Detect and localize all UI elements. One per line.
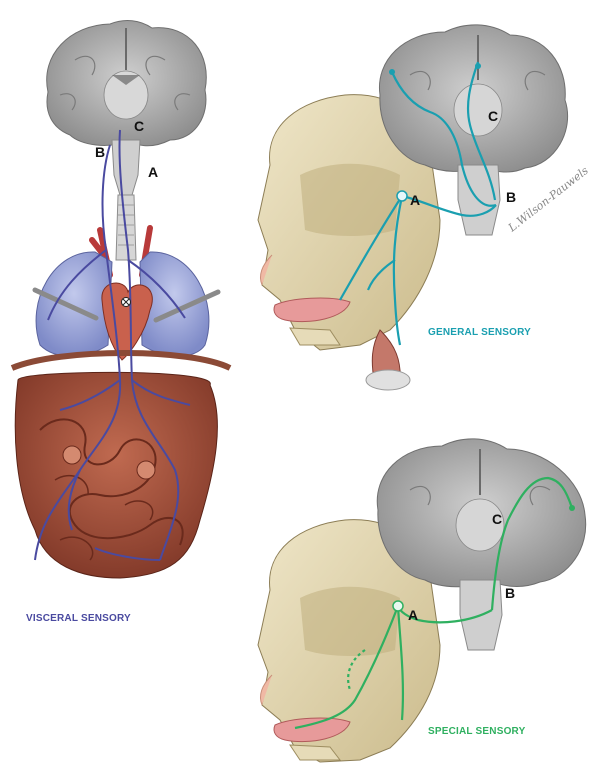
special-tongue	[273, 717, 351, 743]
general-nerve-paths	[339, 61, 497, 346]
general-label-c: C	[488, 108, 498, 124]
visceral-label-a: A	[148, 164, 158, 180]
visceral-label-c: C	[134, 118, 144, 134]
general-sensory-caption: GENERAL SENSORY	[428, 327, 532, 338]
special-label-b: B	[505, 585, 515, 601]
general-panel: A B C L.Wilson-Pauwels	[257, 24, 591, 391]
trigeminal-ganglion-icon	[396, 190, 408, 202]
visceral-nerve-paths	[34, 129, 191, 561]
special-sensory-caption: SPECIAL SENSORY	[428, 726, 526, 737]
heart	[101, 282, 153, 361]
special-panel: A B C	[257, 438, 587, 763]
general-label-b: B	[506, 189, 516, 205]
visceral-brainstem	[111, 139, 141, 196]
visceral-label-b: B	[95, 144, 105, 160]
special-label-a: A	[408, 607, 418, 623]
visceral-sensory-caption: VISCERAL SENSORY	[26, 613, 131, 624]
diaphragm	[10, 350, 232, 371]
special-label-c: C	[492, 511, 502, 527]
general-label-a: A	[410, 192, 420, 208]
visceral-panel: B C A	[10, 20, 232, 579]
left-lung	[35, 251, 113, 357]
geniculate-ganglion-icon	[392, 600, 404, 612]
artist-signature: L.Wilson-Pauwels	[505, 164, 591, 235]
special-nerve-paths	[294, 476, 574, 730]
abdominal-viscera	[14, 371, 218, 579]
visceral-brain	[46, 20, 207, 147]
general-tongue	[273, 297, 351, 323]
